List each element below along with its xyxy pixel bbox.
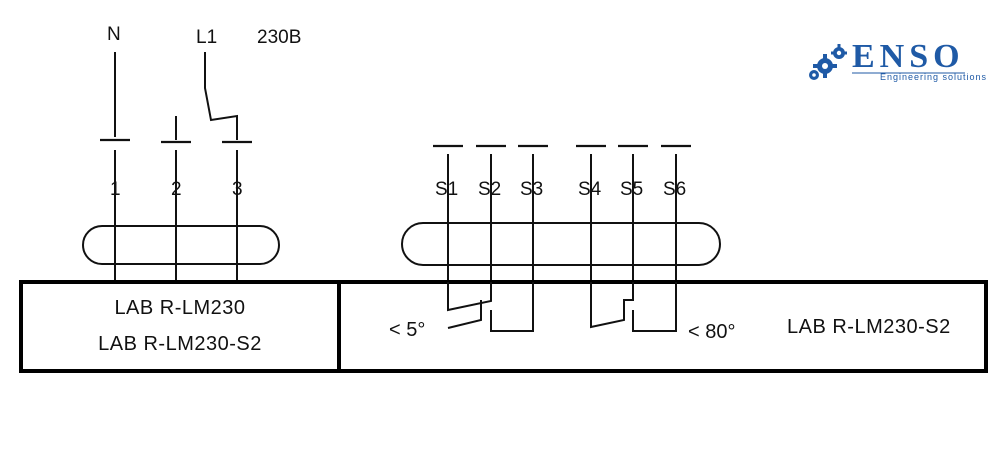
neutral-label: N xyxy=(107,24,121,45)
logo-tagline: Engineering solutions xyxy=(880,72,987,82)
voltage-label: 230B xyxy=(257,27,301,48)
line-label: L1 xyxy=(196,27,217,48)
terminal-s3-label: S3 xyxy=(520,179,543,200)
enso-logo: ENSO Engineering solutions xyxy=(809,38,987,82)
housing-box xyxy=(19,280,988,373)
switch-1-angle-label: < 5° xyxy=(389,319,425,341)
switch-1-contact-lower xyxy=(490,282,534,332)
switch-1-common xyxy=(447,282,492,312)
model-line-1: LAB R-LM230 xyxy=(114,297,245,319)
switch-2-common xyxy=(590,282,634,329)
actuator-cable-loop xyxy=(82,225,280,265)
terminal-s1-label: S1 xyxy=(435,179,458,200)
switch-2-contact xyxy=(632,282,677,332)
terminal-s6-label: S6 xyxy=(663,179,686,200)
terminal-s5-label: S5 xyxy=(620,179,643,200)
gear-icon xyxy=(809,44,847,80)
terminal-s4-label: S4 xyxy=(578,179,602,200)
line-wire xyxy=(204,52,238,140)
model-line-2: LAB R-LM230-S2 xyxy=(98,333,262,355)
terminal-s2-label: S2 xyxy=(478,179,501,200)
switch-module-model: LAB R-LM230-S2 xyxy=(787,316,951,338)
switch-1-contact-upper xyxy=(447,300,482,329)
switch-2-angle-label: < 80° xyxy=(688,321,735,343)
logo-name: ENSO xyxy=(852,38,965,75)
switch-cable-loop xyxy=(401,222,721,266)
